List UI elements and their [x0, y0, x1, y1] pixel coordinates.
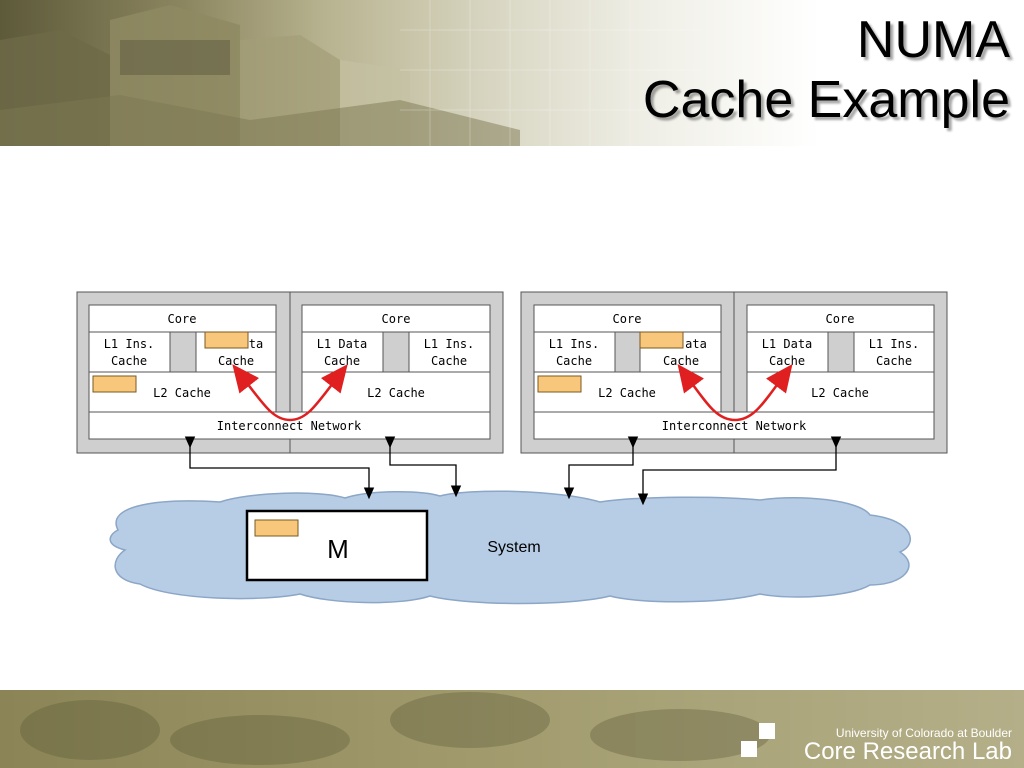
footer-texture	[20, 692, 775, 765]
right-core-b-l1-ins-2: Cache	[876, 354, 912, 368]
left-core-b-label: Core	[382, 312, 411, 326]
right-l2-cache-line	[537, 375, 582, 393]
memory-cache-line	[254, 519, 299, 537]
footer-university: University of Colorado at Boulder	[835, 726, 1012, 740]
right-coherence-arrow	[677, 363, 793, 422]
right-core-b-l1-data-1: L1 Data	[762, 337, 813, 351]
right-core-a-label: Core	[613, 312, 642, 326]
right-core-a-l1-data-2: Cache	[663, 354, 699, 368]
right-core-b-l1-ins-1: L1 Ins.	[869, 337, 920, 351]
left-core-a-label: Core	[168, 312, 197, 326]
footer-banner	[0, 690, 1024, 768]
slide-title: NUMA Cache Example	[643, 10, 1010, 130]
right-core-a-l1-data-1: ata	[685, 337, 707, 351]
footer-lab-name: Core Research Lab	[803, 738, 1012, 765]
memory-label: M	[327, 534, 349, 564]
left-coherence-arrow	[232, 364, 348, 422]
header-building-photo	[0, 0, 700, 146]
right-core-a-l1-ins-1: L1 Ins.	[549, 337, 600, 351]
right-chip	[520, 291, 948, 454]
left-l2-cache-line	[92, 375, 137, 393]
left-interconnect-label: Interconnect Network	[217, 419, 362, 433]
left-core-a-l1-data-1: ta	[249, 337, 263, 351]
system-label: System	[487, 539, 540, 556]
right-interconnect-label: Interconnect Network	[662, 419, 807, 433]
network-connections	[184, 436, 842, 506]
left-core-a-l1-ins-1: L1 Ins.	[104, 337, 155, 351]
right-core-b-label: Core	[826, 312, 855, 326]
left-core-a-l2: L2 Cache	[153, 386, 211, 400]
header-banner	[0, 0, 1024, 146]
title-line-2: Cache Example	[642, 71, 1010, 129]
right-core-a-l2: L2 Cache	[598, 386, 656, 400]
left-core-a-l1-data-2: Cache	[218, 354, 254, 368]
title-line-1: NUMA	[856, 11, 1010, 69]
left-core-b-l1-data-1: L1 Data	[317, 337, 368, 351]
left-core-a-l1-ins-2: Cache	[111, 354, 147, 368]
right-core-b-l2: L2 Cache	[811, 386, 869, 400]
left-core-b-l1-data-2: Cache	[324, 354, 360, 368]
left-core-b-l1-ins-2: Cache	[431, 354, 467, 368]
left-core-b-l1-ins-1: L1 Ins.	[424, 337, 475, 351]
left-core-b-l2: L2 Cache	[367, 386, 425, 400]
right-core-b-l1-data-2: Cache	[769, 354, 805, 368]
right-l1-cache-line	[639, 331, 684, 349]
lab-logo-squares	[741, 723, 775, 757]
left-l1-cache-line	[204, 331, 249, 349]
right-core-a-l1-ins-2: Cache	[556, 354, 592, 368]
